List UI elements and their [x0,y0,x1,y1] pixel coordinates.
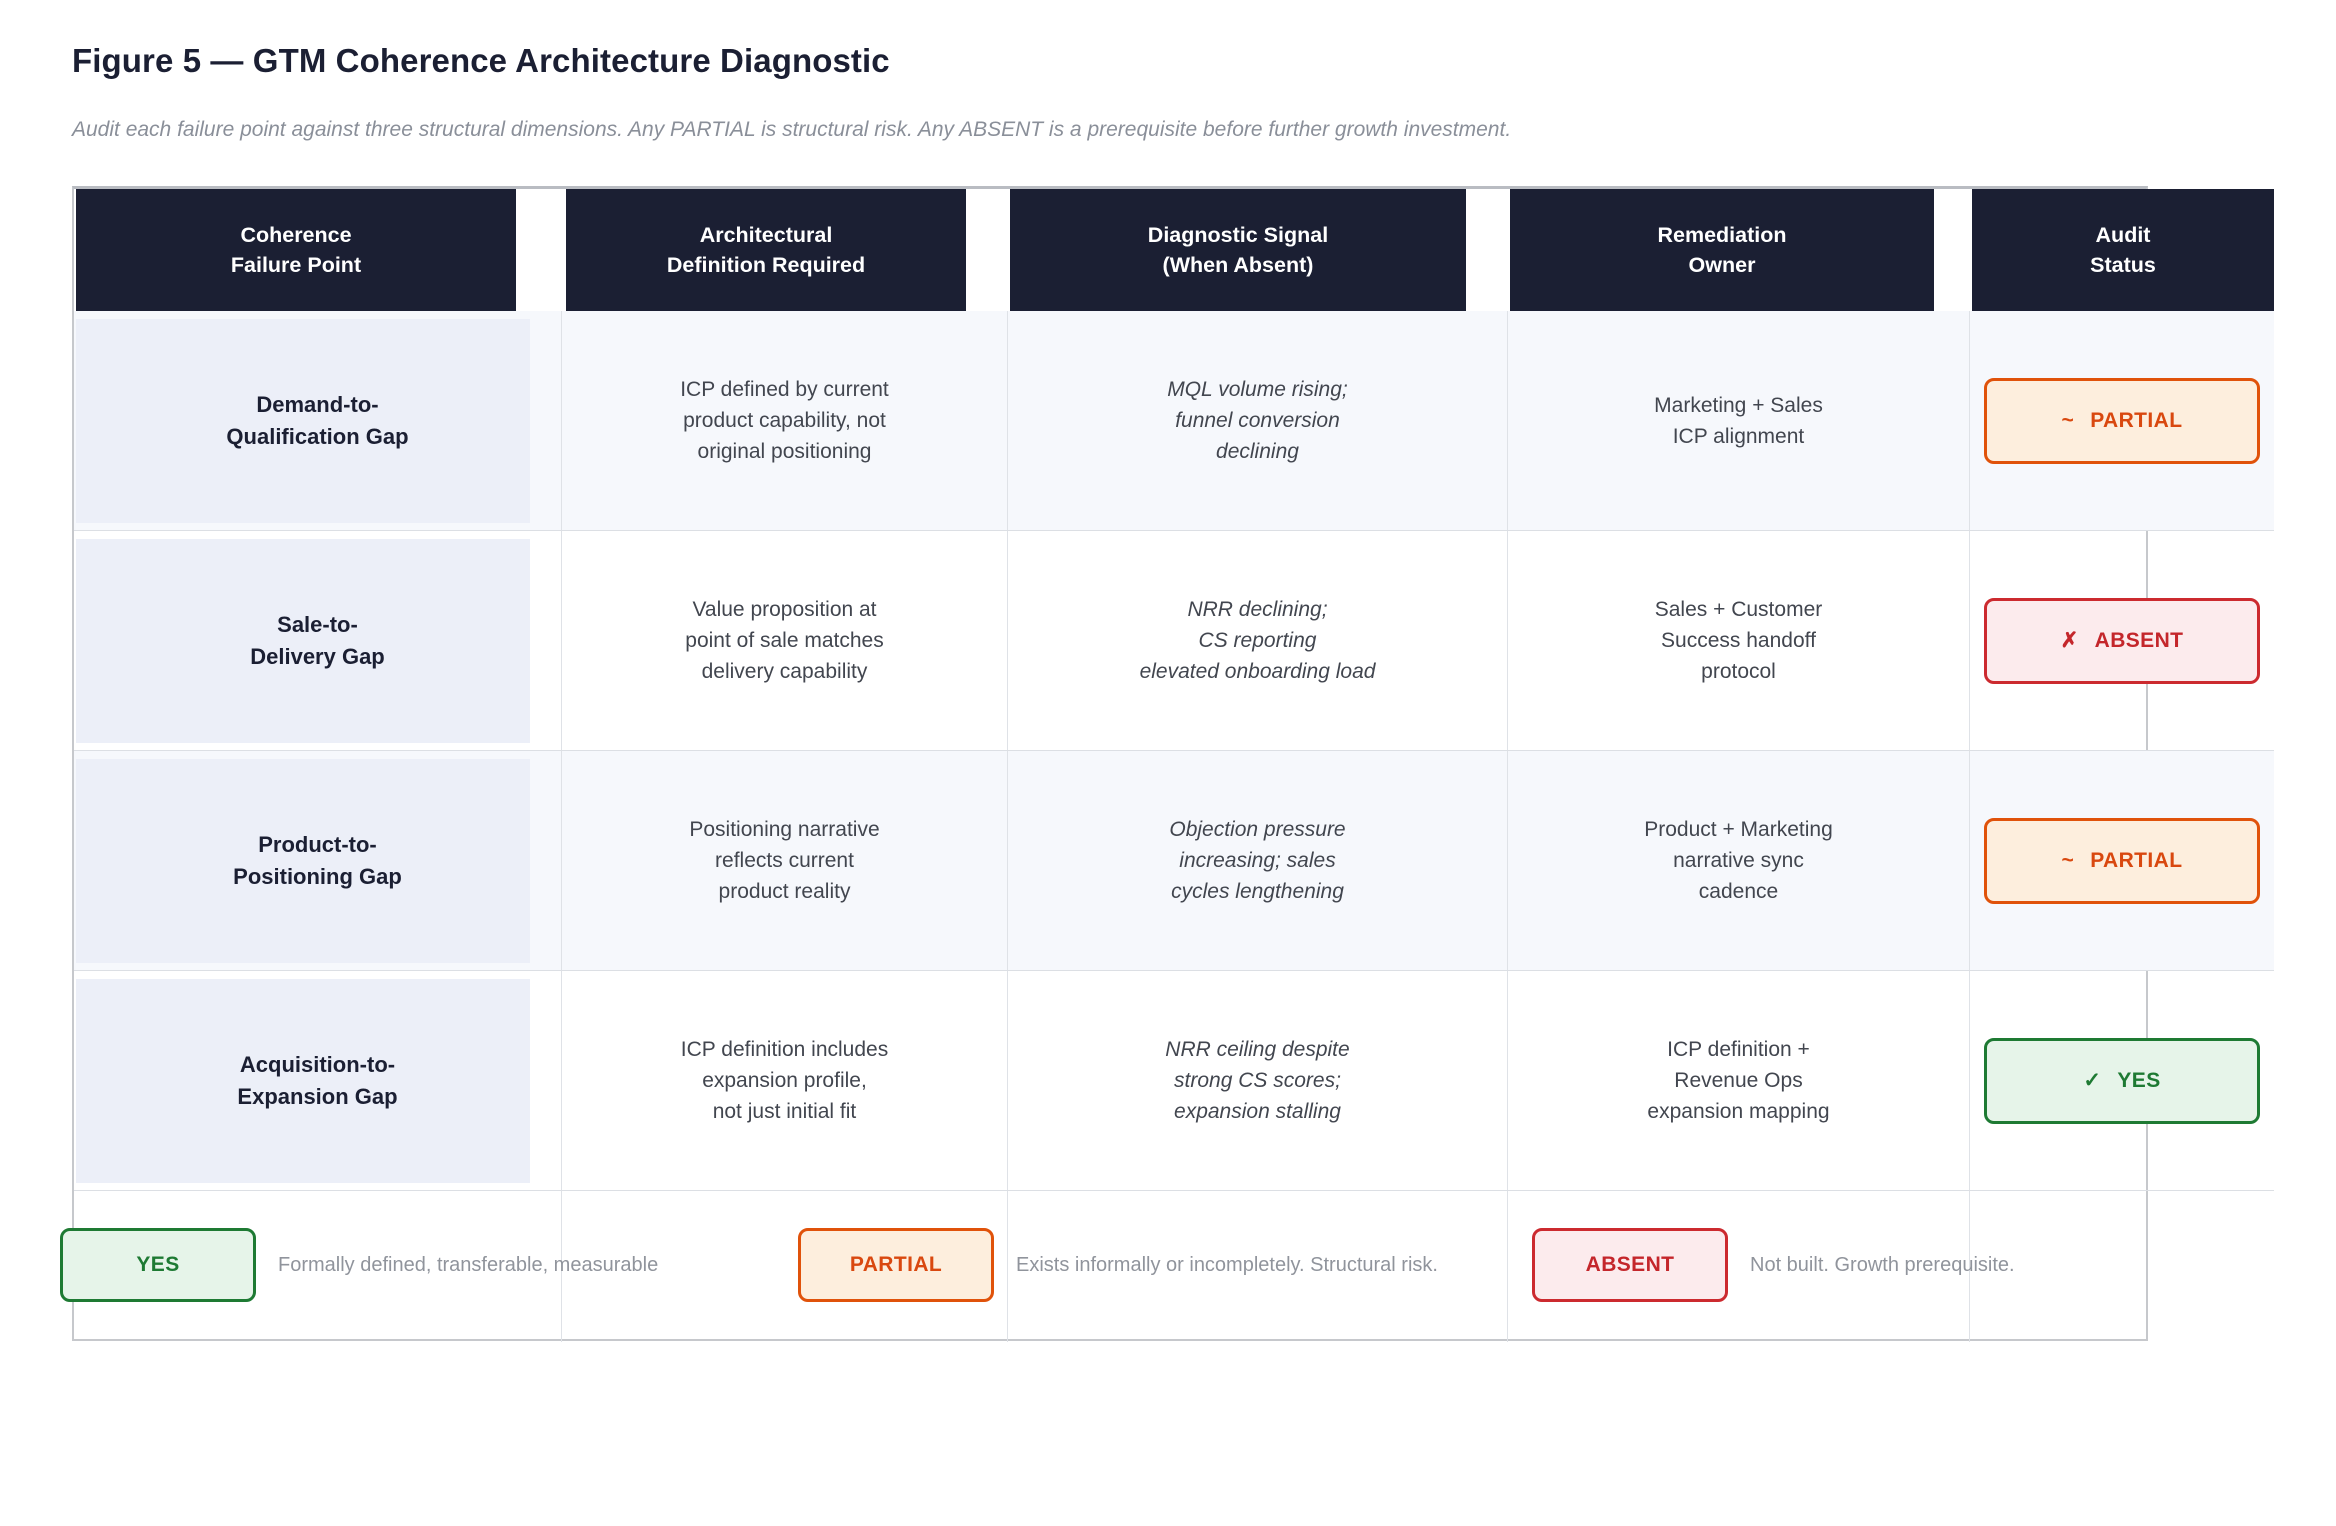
header-line-1: Remediation [1657,223,1787,247]
header-line-1: Diagnostic Signal [1147,223,1329,247]
legend-chip-absent[interactable]: ABSENT [1532,1228,1728,1302]
status-badge-absent[interactable]: ✗ ABSENT [1984,597,2260,684]
failure-point-plate [76,319,530,523]
status-badge-yes[interactable]: ✓ YES [1984,1037,2260,1124]
page-subtitle: Audit each failure point against three s… [72,118,1512,141]
table-row: Acquisition-to-Expansion Gap ICP definit… [74,971,2274,1191]
spacer-cell [1008,1191,1508,1342]
failure-point-label: Sale-to-Delivery Gap [250,611,385,669]
header-line-2: Definition Required [666,253,866,277]
table-row: Product-to-Positioning Gap Positioning n… [74,751,2274,971]
column-header-diagnostic-signal: Diagnostic Signal (When Absent) [1010,189,1466,311]
failure-point-label: Product-to-Positioning Gap [233,831,402,889]
header-line-1: Audit [2095,223,2151,247]
legend-chip-partial[interactable]: PARTIAL [798,1228,994,1302]
failure-point-plate [76,539,530,743]
header-line-2: (When Absent) [1162,253,1314,277]
spacer-cell [74,1191,562,1342]
absent-cross-icon: ✗ [2060,629,2079,652]
status-badge-label: YES [2117,1069,2161,1092]
header-line-2: Owner [1688,253,1756,277]
failure-point-plate [76,759,530,963]
status-badge-label: PARTIAL [2090,849,2183,872]
legend-description-absent: Not built. Growth prerequisite. [1750,1253,2015,1276]
table-spacer-row [74,1191,2274,1342]
partial-tilde-icon: ~ [2061,849,2075,872]
cell-audit-status: ✗ ABSENT [1970,531,2274,750]
header-line-2: Failure Point [230,253,362,277]
cell-audit-status: ✓ YES [1970,971,2274,1190]
failure-point-plate [76,979,530,1183]
legend-description-partial: Exists informally or incompletely. Struc… [1016,1253,1438,1276]
cell-failure-point: Demand-to-Qualification Gap [74,311,562,530]
status-badge-label: PARTIAL [2090,409,2183,432]
legend-item-partial: PARTIAL Exists informally or incompletel… [798,1228,1438,1302]
header-line-1: Coherence [240,223,352,247]
cell-failure-point: Sale-to-Delivery Gap [74,531,562,750]
legend-description-yes: Formally defined, transferable, measurab… [278,1253,659,1276]
status-badge-label: ABSENT [2094,629,2184,652]
status-badge-partial[interactable]: ~ PARTIAL [1984,817,2260,904]
legend-item-yes: YES Formally defined, transferable, meas… [60,1228,658,1302]
page-title: Figure 5 — GTM Coherence Architecture Di… [72,42,890,79]
cell-audit-status: ~ PARTIAL [1970,751,2274,970]
spacer-cell [1508,1191,1970,1342]
failure-point-label: Demand-to-Qualification Gap [226,391,409,449]
cell-audit-status: ~ PARTIAL [1970,311,2274,530]
legend: YES Formally defined, transferable, meas… [0,1228,2336,1318]
partial-tilde-icon: ~ [2061,409,2075,432]
spacer-cell [562,1191,1008,1342]
header-line-2: Status [2090,253,2156,277]
table-row: Demand-to-Qualification Gap ICP defined … [74,311,2274,531]
cell-failure-point: Product-to-Positioning Gap [74,751,562,970]
cell-failure-point: Acquisition-to-Expansion Gap [74,971,562,1190]
failure-point-label: Acquisition-to-Expansion Gap [237,1051,398,1109]
table-row: Sale-to-Delivery Gap Value proposition a… [74,531,2274,751]
legend-chip-yes[interactable]: YES [60,1228,256,1302]
yes-check-icon: ✓ [2083,1069,2102,1092]
legend-item-absent: ABSENT Not built. Growth prerequisite. [1532,1228,2015,1302]
header-line-1: Architectural [699,223,833,247]
status-badge-partial[interactable]: ~ PARTIAL [1984,377,2260,464]
